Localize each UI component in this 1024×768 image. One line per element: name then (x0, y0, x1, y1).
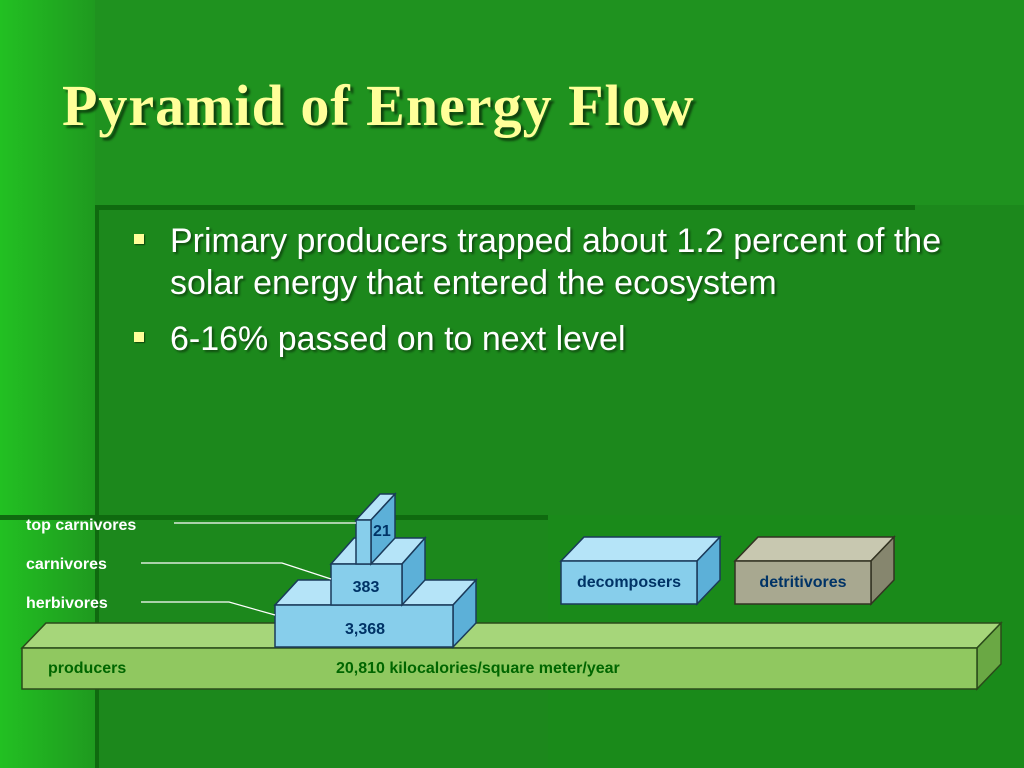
detritivores-box-front (734, 560, 872, 605)
producers-bar: producers 20,810 kilocalories/square met… (20, 621, 1003, 691)
decomposers-box: decomposers (559, 535, 722, 606)
carnivores-block-front (330, 563, 403, 606)
herbivores-value: 3,368 (345, 621, 385, 638)
decomposers-label: decomposers (577, 574, 681, 591)
decomposers-box-front (560, 560, 698, 605)
detritivores-box-top (733, 536, 896, 562)
herbivores-block: 3,368 (273, 578, 478, 649)
bullet-list: Primary producers trapped about 1.2 perc… (132, 220, 952, 374)
producers-bar-top (20, 622, 1003, 649)
slide-title: Pyramid of Energy Flow (62, 73, 695, 138)
carnivores-value: 383 (353, 579, 380, 596)
top-carnivores-block-front (355, 519, 372, 565)
energy-pyramid-diagram: producers 20,810 kilocalories/square met… (20, 492, 1003, 691)
top-carnivores-block: 21 (354, 492, 397, 566)
producers-label: producers (48, 660, 126, 677)
square-bullet-icon (134, 234, 144, 244)
detritivores-box: detritivores (733, 535, 896, 606)
top-carnivores-value: 21 (373, 523, 391, 540)
bullet-text: Primary producers trapped about 1.2 perc… (170, 222, 942, 302)
producers-bar-front (21, 647, 978, 690)
decomposers-box-top (559, 536, 722, 562)
carnivores-label: carnivores (26, 556, 107, 573)
herbivores-label: herbivores (26, 595, 108, 612)
bullet-item: Primary producers trapped about 1.2 perc… (132, 220, 952, 304)
top-carnivores-label: top carnivores (26, 517, 136, 534)
square-bullet-icon (134, 332, 144, 342)
bullet-text: 6-16% passed on to next level (170, 320, 626, 358)
carnivores-leader-line (141, 562, 332, 580)
producers-value: 20,810 kilocalories/square meter/year (336, 660, 620, 677)
herbivores-leader-line (141, 601, 276, 616)
bullet-item: 6-16% passed on to next level (132, 318, 952, 360)
herbivores-block-front (274, 604, 454, 648)
detritivores-label: detritivores (759, 574, 846, 591)
